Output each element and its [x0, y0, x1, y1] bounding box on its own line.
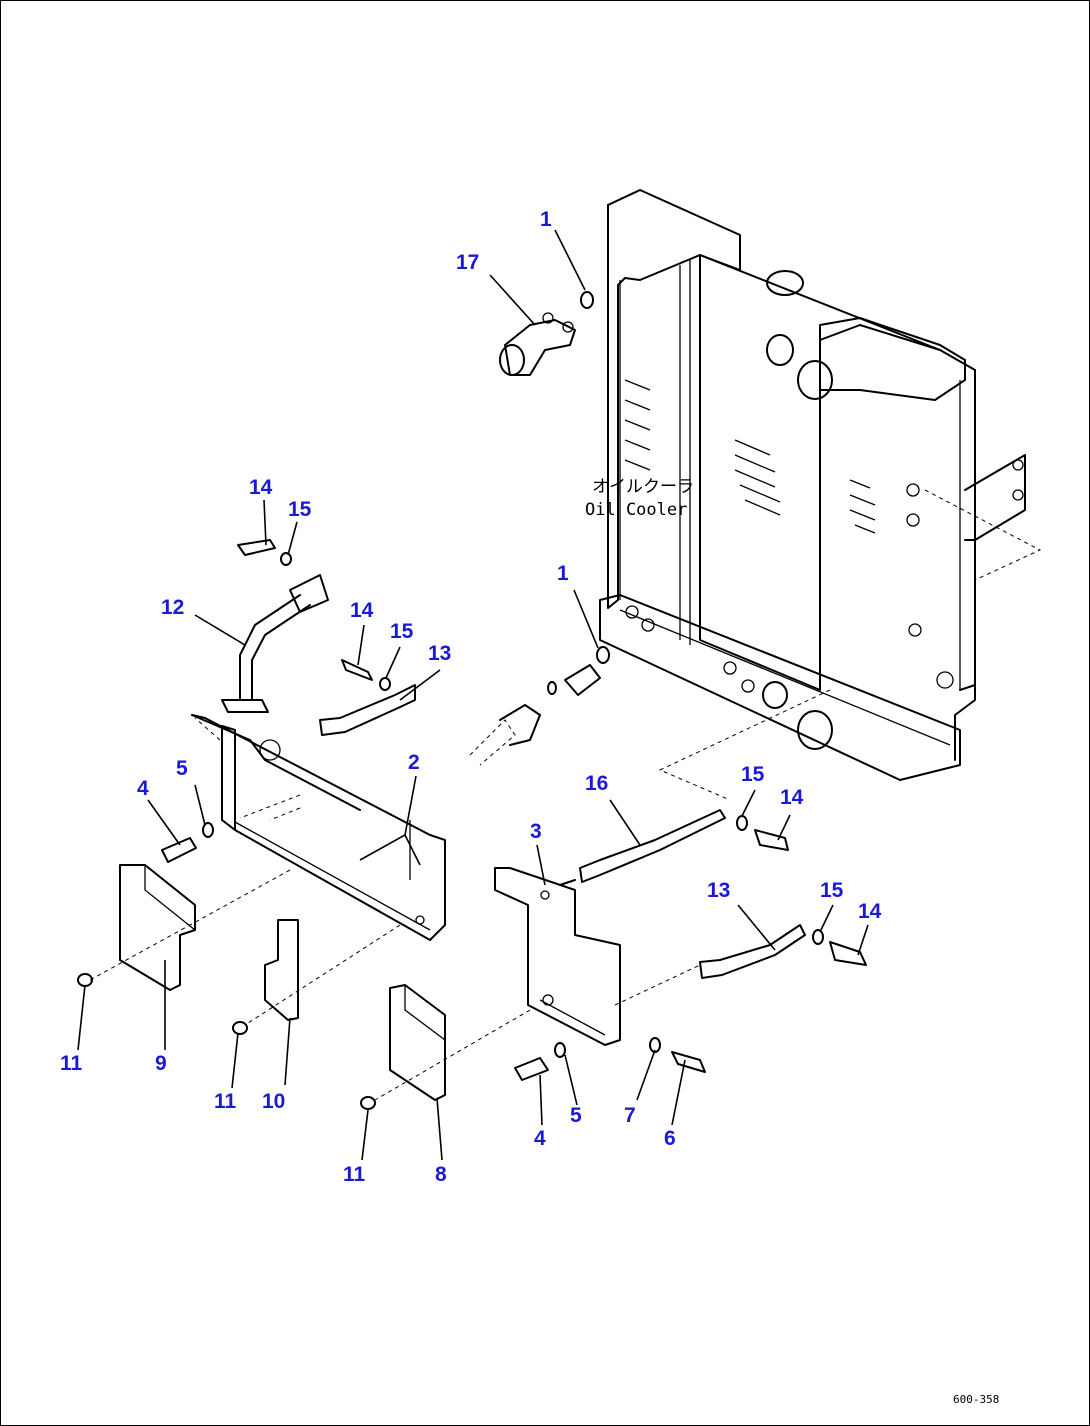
part-11-cap-b	[232, 1021, 248, 1035]
oil-cooler-label-en: Oil Cooler	[585, 500, 687, 520]
bolt-4-5-bottom	[514, 1042, 566, 1081]
callouts: 1 17 14 15 12 1 14 15 13 2 5 4 15 16 14 …	[60, 208, 882, 1186]
part-17-hose	[499, 312, 576, 376]
bolt-14-15-mid	[736, 815, 789, 851]
part-1-plug-bottom	[596, 646, 610, 664]
callout-4: 4	[137, 777, 149, 800]
callout-14: 14	[350, 599, 374, 622]
callout-12: 12	[161, 596, 184, 619]
callout-7: 7	[624, 1104, 636, 1127]
callout-15: 15	[288, 498, 312, 521]
part-12-stay	[221, 539, 329, 713]
callout-6: 6	[664, 1127, 676, 1150]
callout-14: 14	[249, 476, 273, 499]
part-11-cap-a	[77, 973, 93, 987]
callout-11: 11	[214, 1090, 237, 1113]
part-2-bracket	[191, 714, 446, 941]
bolt-6-7	[649, 1037, 706, 1073]
part-11-cap-c	[360, 1096, 376, 1110]
part-16-strap	[579, 809, 726, 883]
callout-8: 8	[435, 1163, 447, 1186]
callout-9: 9	[155, 1052, 167, 1075]
callout-13: 13	[428, 642, 451, 665]
bolt-4-5-left	[161, 822, 214, 863]
callout-5: 5	[570, 1104, 582, 1127]
leader-lines	[77, 229, 869, 1161]
oil-cooler-label-jp: オイルクーラ	[592, 477, 694, 497]
callout-10: 10	[262, 1090, 285, 1113]
callout-15: 15	[820, 879, 844, 902]
callout-11: 11	[60, 1052, 83, 1075]
assembly-lines	[89, 717, 701, 1101]
callout-4: 4	[534, 1127, 546, 1150]
callout-14: 14	[858, 900, 882, 923]
part-10-plate	[264, 919, 299, 1021]
bolt-14-15-lower	[812, 929, 867, 966]
callout-5: 5	[176, 757, 188, 780]
lower-fitting	[469, 664, 601, 766]
part-13-strap-lower	[699, 924, 806, 979]
bolt-14-15-upper	[341, 659, 391, 691]
callout-17: 17	[456, 251, 479, 274]
callout-13: 13	[707, 879, 730, 902]
part-8-plate	[389, 984, 446, 1101]
callout-3: 3	[530, 820, 542, 843]
part-3-bracket	[494, 867, 621, 1046]
callout-1: 1	[540, 208, 552, 231]
part-9-plate	[119, 864, 196, 991]
callout-14: 14	[780, 786, 804, 809]
callout-15: 15	[390, 620, 414, 643]
callout-1: 1	[557, 562, 569, 585]
oil-cooler-assembly	[599, 189, 1042, 801]
part-1-plug-top	[580, 291, 594, 309]
callout-16: 16	[585, 772, 608, 795]
callout-15: 15	[741, 763, 765, 786]
part-13-strap-upper	[319, 684, 416, 736]
callout-11: 11	[343, 1163, 366, 1186]
drawing-code: 600-358	[953, 1393, 999, 1406]
callout-2: 2	[408, 751, 420, 774]
